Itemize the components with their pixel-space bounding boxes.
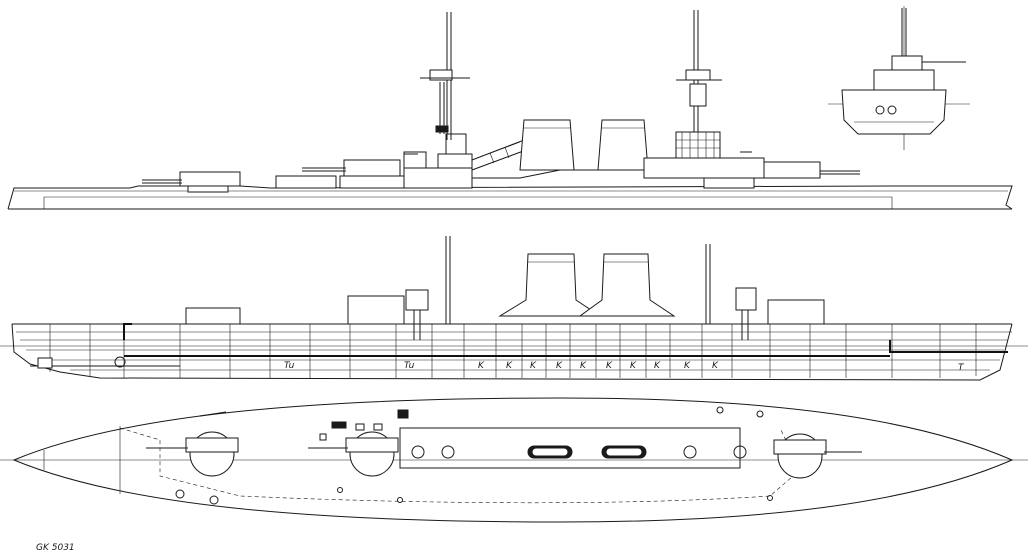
hull-mark-k-4: K — [556, 361, 563, 371]
hull-mark-k-6: K — [606, 361, 613, 371]
hull-mark-k-9: K — [684, 361, 691, 371]
front-view-inset — [828, 6, 970, 150]
drawing-reference: GK 5031 — [36, 543, 75, 553]
hull-mark-t: T — [958, 363, 965, 373]
bulkheads — [49, 324, 977, 378]
hull-mark-k-7: K — [630, 361, 637, 371]
hull-mark-k-1: K — [478, 361, 485, 371]
hull-mark-k-3: K — [530, 361, 537, 371]
hull-mark-k-8: K — [654, 361, 661, 371]
inboard-profile-view: Tu Tu K K K K K K K K K K T — [0, 236, 1028, 381]
external-profile-view — [7, 10, 1013, 210]
hull-marks: Tu Tu K K K K K K K K K K T — [284, 361, 965, 373]
deck-plan-view — [0, 397, 1028, 523]
hull-mark-k-5: K — [580, 361, 587, 371]
hull-mark-k-2: K — [506, 361, 513, 371]
hull-mark-k-10: K — [712, 361, 719, 371]
hull-mark-tu-2: Tu — [404, 361, 415, 371]
hull-mark-tu-1: Tu — [284, 361, 295, 371]
